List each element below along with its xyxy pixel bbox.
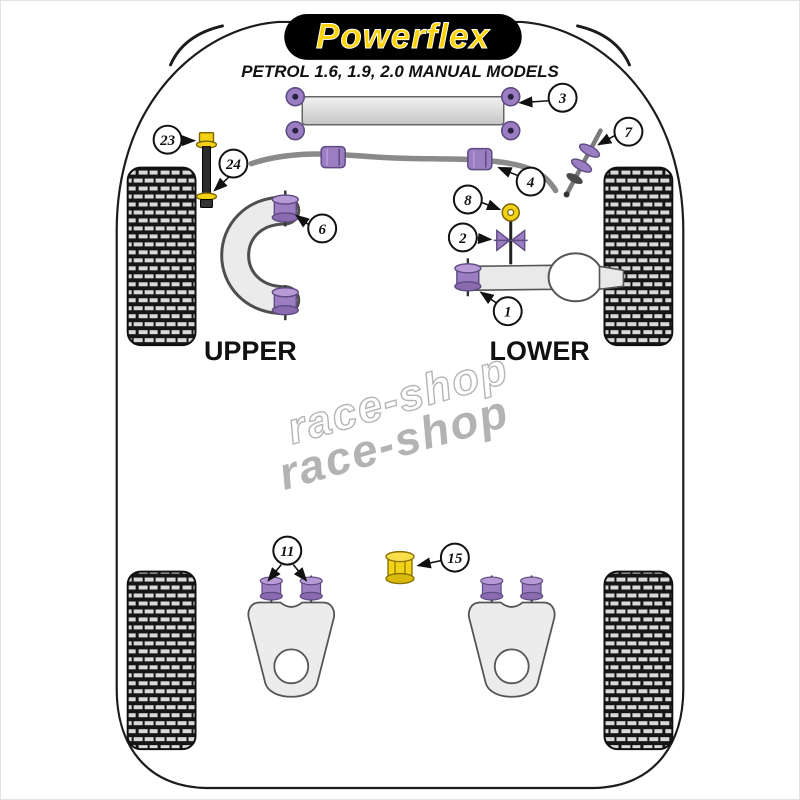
svg-text:2: 2 [458,231,467,247]
callout-15: 15 [416,542,470,573]
label-upper: UPPER [204,336,297,366]
bolt-shaft [201,146,211,196]
watermark: race-shop race-shop [273,343,515,500]
washer-hole [507,208,515,217]
callout-1: 1 [479,291,523,327]
svg-text:24: 24 [225,157,241,173]
callout-4: 4 [497,166,546,197]
subframe-bush-top-right [500,86,521,107]
tire-rear-right [603,570,674,751]
callout-24: 24 [213,148,249,192]
callout-11: 11 [267,535,308,582]
subframe-bush-bottom-left [285,120,306,141]
bolt-nut [200,199,213,208]
model-subtitle: PETROL 1.6, 1.9, 2.0 MANUAL MODELS [241,62,559,81]
callout-2: 2 [447,222,493,253]
tire-front-right [603,166,674,347]
drop-link-collar [566,173,583,185]
drop-link-bush-upper [578,143,601,158]
front-subframe-assembly [285,86,521,141]
lower-arm-body [469,264,555,292]
lower-arm-assembly [454,203,625,303]
arb-bush-left [320,145,346,169]
callout-23: 23 [152,124,197,155]
callout-8: 8 [452,184,502,215]
wishbone-arm-inner [223,198,298,313]
label-lower: LOWER [490,336,590,366]
svg-text:15: 15 [447,551,462,567]
tire-front-left [126,166,197,347]
callout-6: 6 [294,213,338,244]
arb-bush-right [467,147,493,171]
wishbone-bush-top [271,194,299,223]
logo-text: Powerflex [316,17,490,56]
svg-text:7: 7 [625,125,633,141]
fender-crease-right [576,24,631,67]
svg-text:3: 3 [558,91,567,107]
svg-text:11: 11 [280,544,294,560]
upper-wishbone-assembly [220,190,301,321]
ball-joint-housing [547,252,604,303]
subframe-bush-top-left [285,86,306,107]
svg-text:4: 4 [526,175,535,191]
bolt-washer-bottom [195,192,218,201]
subframe-bush-bottom-right [500,120,521,141]
bolt-head [198,131,215,143]
logo-background [284,13,522,60]
drop-link-bush-lower [570,158,593,173]
drop-link-end [563,191,570,198]
callout-3: 3 [518,82,578,113]
subframe-crossmember [301,96,505,126]
knuckle-stub [598,265,625,291]
wishbone-bush-bottom [271,287,299,316]
powerflex-logo: Powerflex [284,13,522,60]
fender-crease-left [169,24,224,67]
svg-text:8: 8 [464,193,472,209]
svg-text:23: 23 [159,133,175,149]
tire-rear-left [126,570,197,751]
callout-7: 7 [597,116,644,147]
lower-arm-bush-part1 [454,263,482,292]
svg-text:1: 1 [504,305,511,321]
bolt-kit-assembly [195,131,218,208]
drop-link-assembly [563,128,603,198]
yellow-bush-part15 [385,550,415,585]
svg-text:6: 6 [318,222,326,238]
